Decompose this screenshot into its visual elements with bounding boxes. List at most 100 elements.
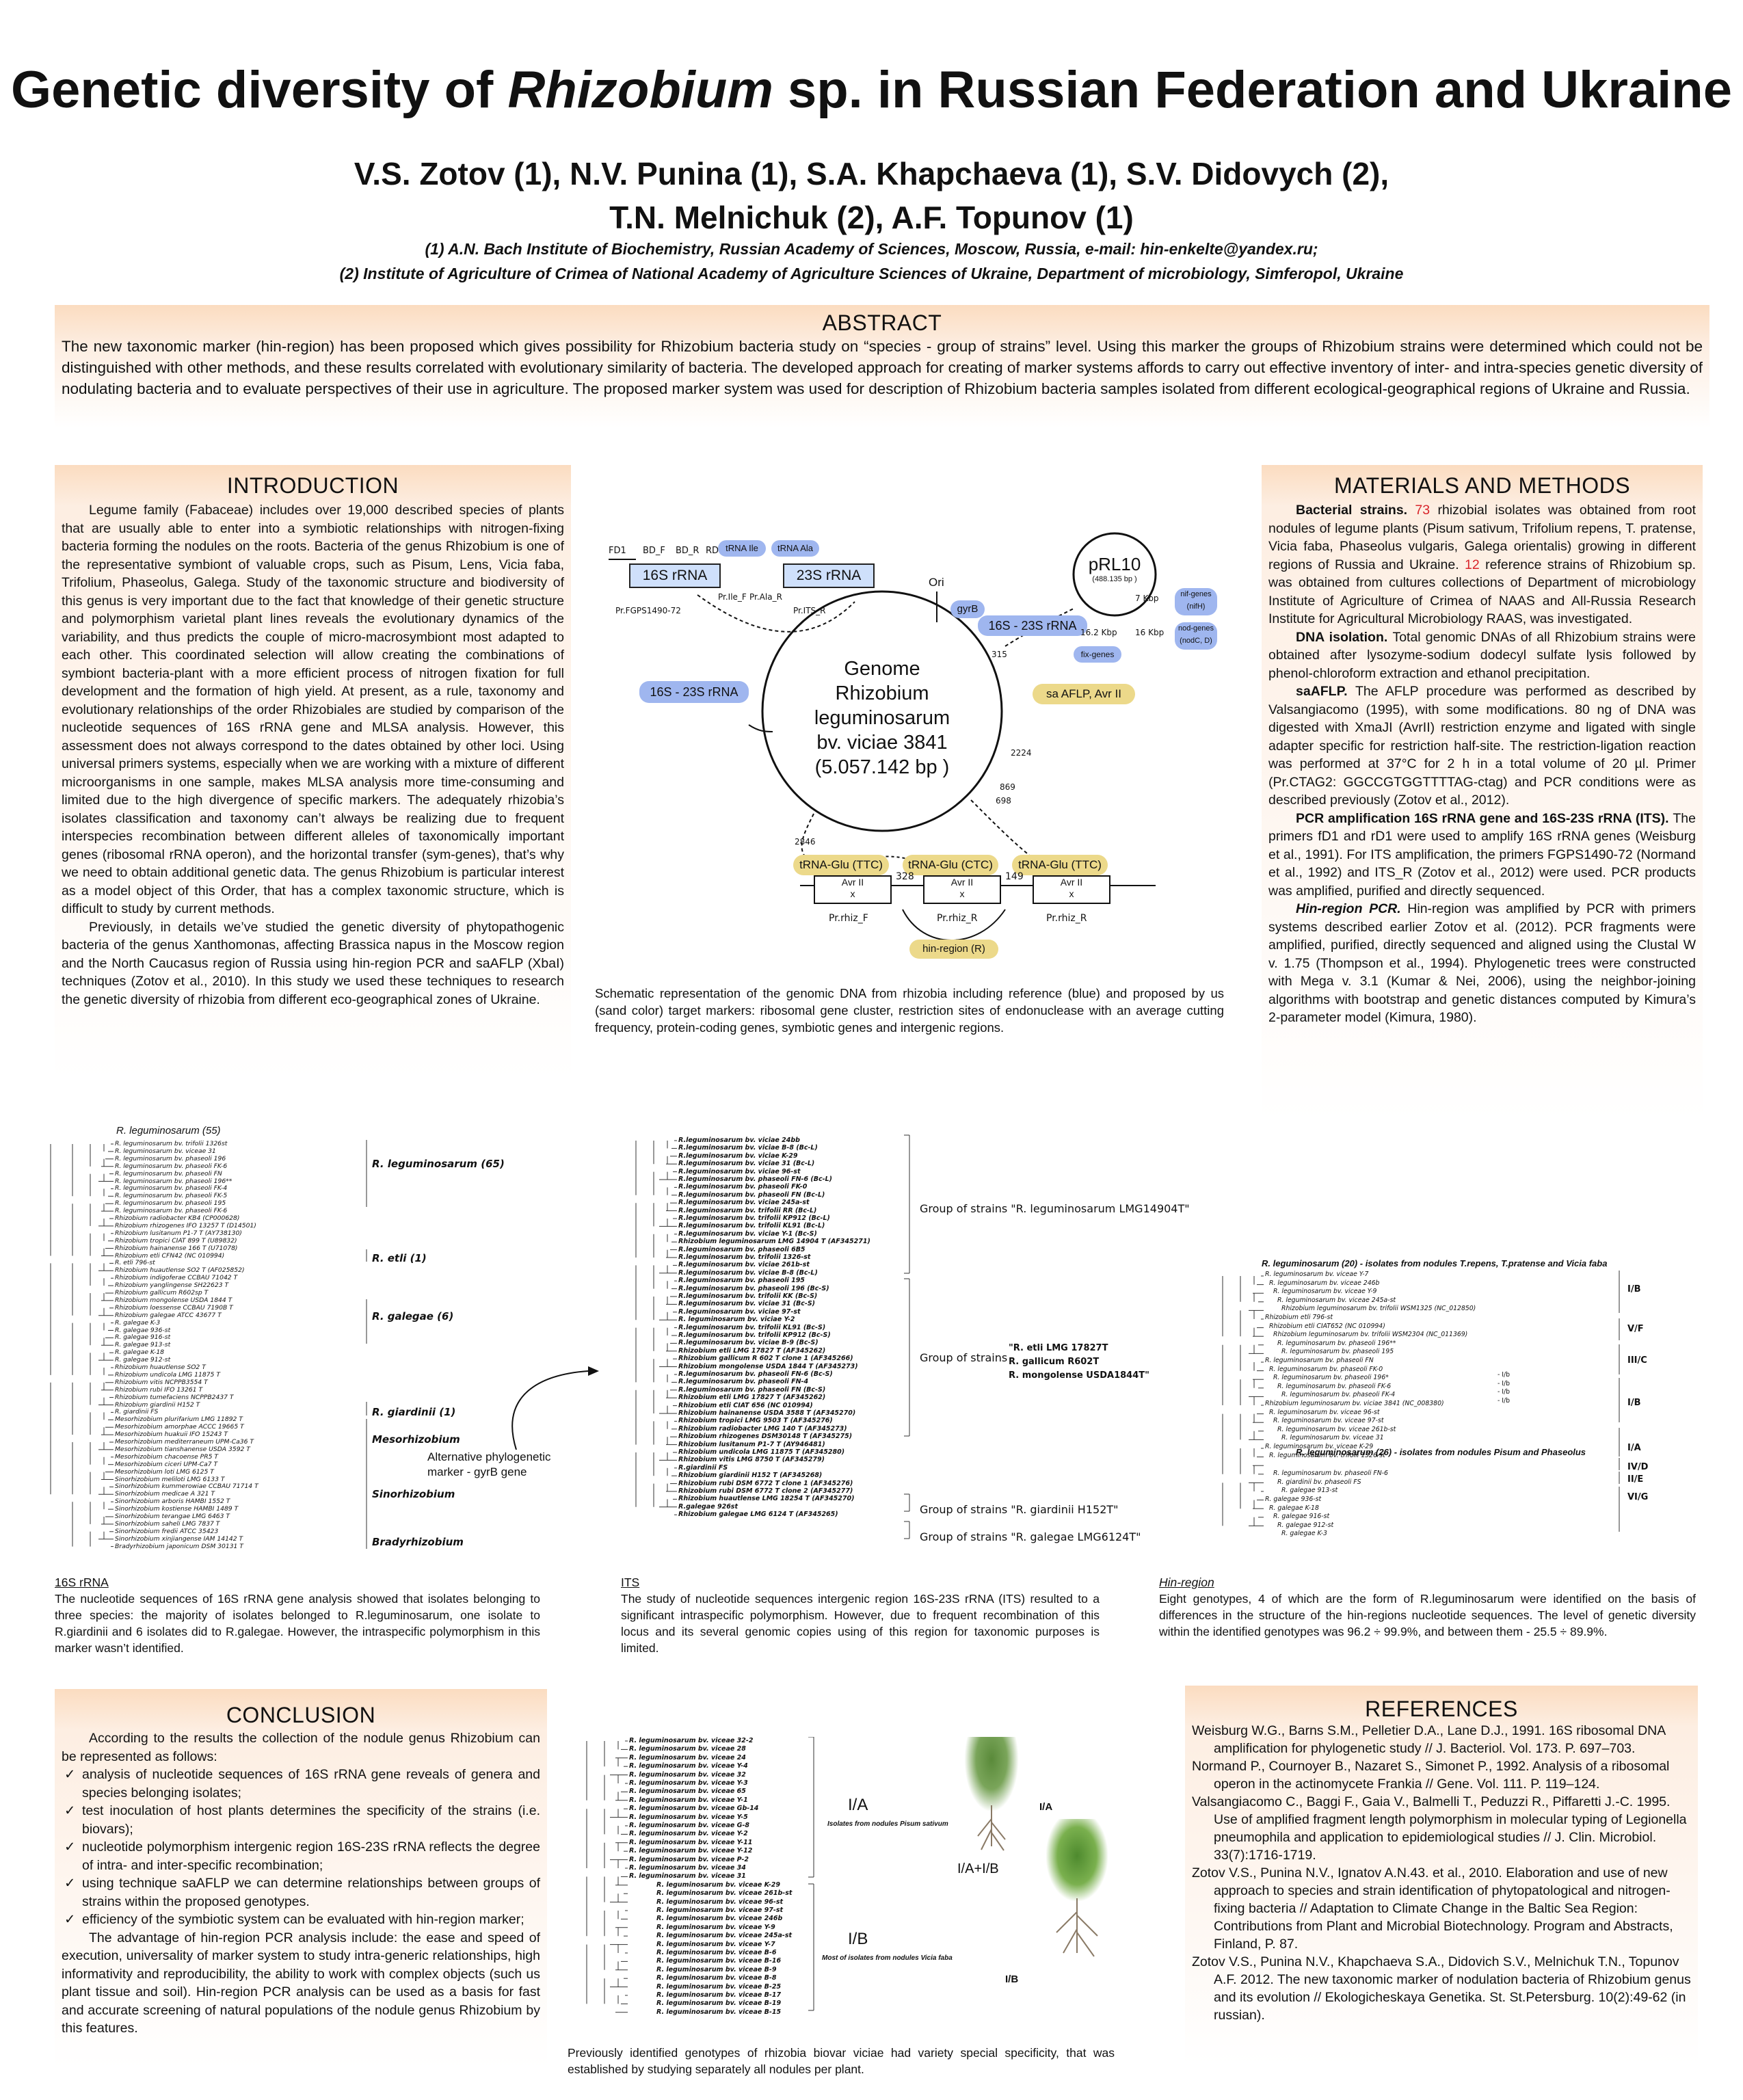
tree-hin-leaf: R. leguminosarum bv. phaseoli 195 — [1281, 1348, 1394, 1356]
tree-hin-dash: - I/b — [1498, 1388, 1511, 1396]
tree-hin-dash: - I/b — [1498, 1396, 1511, 1405]
tree-16s-leaf: Rhizobium tumefaciens NCPPB2437 T — [115, 1393, 234, 1401]
tree-16s-leaf: Rhizobium huautlense SO2 T (AF025852) — [115, 1266, 245, 1275]
kbp-7: 7 Kbp — [1135, 594, 1159, 603]
its-group-3: Group of strains "R. giardinii H152T" — [920, 1503, 1119, 1516]
tree-its-leaf: Rhizobium rubi DSM 6772 T clone 2 (AF345… — [678, 1487, 853, 1495]
tree-biovar-leaf: R. leguminosarum bv. viceae Y-5 — [629, 1813, 748, 1821]
tree-16s-leaf: Rhizobium mongolense USDA 1844 T — [115, 1296, 232, 1304]
hin-region-label: hin-region (R) — [909, 940, 998, 959]
primer-ile: Pr.Ile_F — [718, 592, 747, 602]
tree-its-leaf: R.leguminosarum bv. viciae B-8 (Bc-L) — [678, 1144, 818, 1152]
tree-16s-top-label: R. leguminosarum (55) — [116, 1125, 221, 1137]
tree-its-leaf: Rhizobium vitis LMG 8750 T (AF345279) — [678, 1456, 825, 1464]
methods-heading: MATERIALS AND METHODS — [1333, 473, 1631, 498]
tree-16s-leaf: Mesorhizobium huakuii IFO 15243 T — [115, 1431, 228, 1439]
conclusion-text: According to the results the collection … — [62, 1729, 540, 2038]
tree-hin-genotype: I/B — [1627, 1398, 1641, 1408]
tree-16s-leaf: Rhizobium gallicum R602sp T — [115, 1289, 209, 1297]
tree-16s-leaf: R. leguminosarum bv. phaseoli 196 — [115, 1154, 226, 1162]
gyrb-label: gyrB — [950, 600, 985, 618]
plant-label-mix: I/A+I/B — [957, 1861, 999, 1876]
tree-16s-leaf: Rhizobium giardinii H152 T — [115, 1400, 200, 1409]
introduction-panel: INTRODUCTION Legume family (Fabaceae) in… — [55, 465, 571, 1080]
tree-hin-genotype: II/E — [1627, 1474, 1644, 1485]
reference-item: Valsangiacomo C., Baggi F., Gaia V., Bal… — [1192, 1794, 1687, 1863]
rrna-23s-box: 23S rRNA — [783, 563, 875, 588]
tree-hin-leaf: R. galegae 913-st — [1281, 1487, 1338, 1495]
its-label-right: 16S - 23S rRNA — [978, 615, 1087, 636]
tree-16s-leaf: Rhizobium rubi IFO 13261 T — [115, 1385, 203, 1394]
conclusion-bullet: nucleotide polymorphism intergenic regio… — [62, 1838, 540, 1874]
tree-16s-leaf: Sinorhizobium terangae LMG 6463 T — [115, 1513, 230, 1520]
tree-biovar-leaf: R. leguminosarum bv. viceae 32-2 — [629, 1737, 754, 1744]
tree-hin-leaf: Rhizobium leguminosarum bv. trifolii WSM… — [1273, 1331, 1468, 1339]
tree-hin-leaf: R. leguminosarum bv. phaseoli FK-0 — [1269, 1365, 1383, 1373]
primer-its-r: Pr.ITS_R — [793, 606, 826, 615]
primer-rhiz-r-2: Pr.rhiz_R — [1046, 913, 1087, 924]
tree-its-leaf: R.leguminosarum bv. phaseoli FN (Bc-L) — [678, 1191, 825, 1199]
primer-fgps: Pr.FGPS1490-72 — [615, 606, 681, 615]
genome-circle — [761, 590, 1003, 832]
tree-its-leaf: Rhizobium etli LMG 17827 T (AF345262) — [678, 1346, 826, 1355]
aflp-label: sa AFLP, Avr II — [1033, 684, 1135, 704]
tree-hin-leaf: R. leguminosarum bv. phaseoli 196** — [1277, 1339, 1396, 1347]
tree-its-caption: ITS The study of nucleotide sequences in… — [621, 1576, 1100, 1655]
genome-label: Genome Rhizobium leguminosarum bv. vicia… — [814, 658, 950, 778]
tree-16s-leaf: Sinorhizobium kummerowiae CCBAU 71714 T — [115, 1483, 258, 1491]
nod-genes-label: nod-genes(nodC, D) — [1175, 622, 1217, 650]
kbp-16-2: 16.2 Kbp — [1080, 628, 1117, 637]
trna-glu-2: tRNA-Glu (CTC) — [903, 855, 998, 875]
tree-its-leaf: Rhizobium etli LMG 17827 T (AF345262) — [678, 1394, 826, 1402]
tree-16s-branches — [50, 1140, 367, 1549]
biovar-label-ia: I/A — [848, 1796, 868, 1814]
tree-16s-leaf: Sinorhizobium xinjiangense IAM 14142 T — [115, 1534, 243, 1543]
tree-16s-group-label: R. giardinii (1) — [372, 1406, 456, 1418]
tree-biovar-leaf: R. leguminosarum bv. viceae B-9 — [656, 1965, 777, 1973]
nif-genes-label: nif-genes(nifH) — [1175, 588, 1217, 615]
num-2846: 2846 — [795, 837, 816, 847]
tree-hin-leaf: R. leguminosarum bv. phaseoli FK-6 — [1277, 1382, 1392, 1390]
conclusion-panel: CONCLUSION According to the results the … — [55, 1689, 547, 2069]
tree-its-leaf: Rhizobium hainanense USDA 3588 T (AF3452… — [678, 1409, 856, 1417]
tree-hin-genotype: I/A — [1627, 1443, 1641, 1453]
tree-hin: R. leguminosarum (20) - isolates from no… — [1203, 1258, 1675, 1545]
tree-16s-leaf: Mesorhizobium mediterraneum UPM-Ca36 T — [115, 1438, 254, 1446]
tree-its-leaf: R.leguminosarum bv. phaseoli FK-0 — [678, 1183, 808, 1191]
tree-biovar-caption: Previously identified genotypes of rhizo… — [568, 2046, 1115, 2076]
tree-its-leaf: Rhizobium etli CIAT 656 (NC 010994) — [678, 1401, 813, 1409]
primer-fd1: FD1 — [609, 546, 626, 556]
tree-16s-leaf: R. leguminosarum bv. phaseoli 195 — [115, 1199, 226, 1208]
authors: V.S. Zotov (1), N.V. Punina (1), S.A. Kh… — [354, 156, 1389, 235]
intro-paragraph-2: Previously, in details we’ve studied the… — [62, 919, 564, 1007]
tree-16s-leaf: Sinorhizobium arboris HAMBI 1552 T — [115, 1498, 230, 1506]
tree-16s-leaf: R. galegae K-3 — [115, 1318, 161, 1327]
tree-biovar-leaf: R. leguminosarum bv. viceae K-29 — [656, 1880, 781, 1889]
tree-hin-leaf: R. leguminosarum bv. viceae 97-st — [1273, 1417, 1384, 1425]
primer-rhiz-f: Pr.rhiz_F — [829, 913, 868, 924]
tree-16s-leaf: Rhizobium loessense CCBAU 7190B T — [115, 1303, 233, 1312]
tree-hin-leaf: R. galegae 912-st — [1277, 1521, 1334, 1529]
num-698: 698 — [996, 796, 1011, 806]
tree-its-leaf: R.leguminosarum bv. viciae 31 (Bc-S) — [678, 1300, 816, 1308]
tree-biovar-leaf: R. leguminosarum bv. viceae 246b — [656, 1915, 783, 1923]
tree-its-leaf: R.leguminosarum bv. phaseoli FN-6 (Bc-L) — [678, 1175, 832, 1183]
reference-item: Zotov V.S., Punina N.V., Khapchaeva S.A.… — [1192, 1954, 1691, 2023]
tree-its-leaf: R.leguminosarum bv. phaseoli 196 (Bc-S) — [678, 1284, 829, 1292]
its-group-2: Group of strains — [920, 1351, 1008, 1364]
primer-ala: Pr.Ala_R — [749, 592, 782, 602]
tree-biovar-leaf: R. leguminosarum bv. viceae Y-4 — [629, 1762, 748, 1770]
primer-rhiz-r: Pr.rhiz_R — [937, 913, 978, 924]
gyrb-note: Alternative phylogenetic marker - gyrB g… — [427, 1450, 551, 1478]
tree-biovar-leaf: R. leguminosarum bv. viceae Y-1 — [629, 1796, 748, 1804]
tree-16s-leaf: Sinorhizobium medicae A 321 T — [115, 1490, 215, 1498]
tree-16s-leaf: Rhizobium lusitanum P1-7 T (AY738130) — [115, 1229, 242, 1237]
tree-biovar-leaf: R. leguminosarum bv. viceae B-17 — [656, 1991, 782, 1999]
tree-16s-leaf: Mesorhizobium amorphae ACCC 19665 T — [115, 1423, 244, 1431]
tree-biovar-leaf: R. leguminosarum bv. viceae 24 — [629, 1753, 746, 1762]
plant-label-ia: I/A — [1039, 1801, 1053, 1813]
hin-title-2: R. leguminosarum (26) - isolates from no… — [1296, 1447, 1586, 1457]
tree-16s-leaf: Mesorhizobium loti LMG 6125 T — [115, 1467, 214, 1476]
tree-hin-leaf: R. galegae 936-st — [1265, 1496, 1322, 1503]
